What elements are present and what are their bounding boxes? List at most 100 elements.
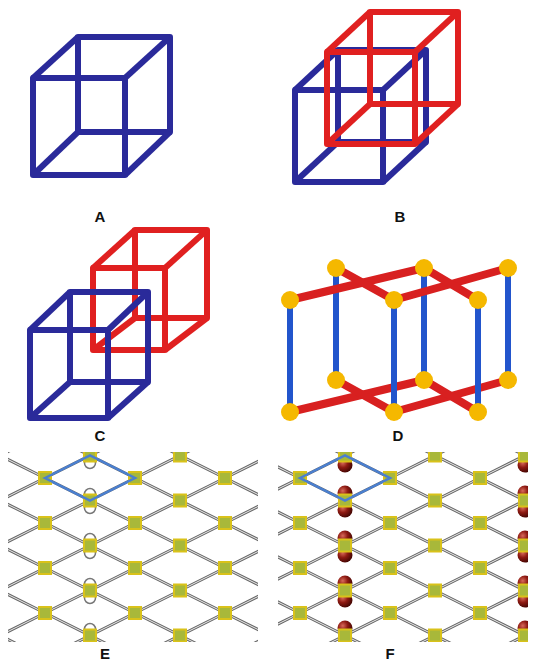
framework-e xyxy=(8,452,258,642)
linker xyxy=(480,523,528,568)
linker-core xyxy=(300,613,390,642)
panel-letter: C xyxy=(95,427,106,444)
linker-core xyxy=(300,568,390,613)
linker xyxy=(45,613,135,642)
unit-cell xyxy=(300,456,390,501)
linker xyxy=(390,568,480,613)
linker-core xyxy=(480,568,528,613)
linker-core xyxy=(135,452,225,478)
linker xyxy=(480,452,528,478)
metal-node xyxy=(129,562,141,574)
panel-letter: D xyxy=(393,427,404,444)
linker-core xyxy=(480,523,528,568)
linker xyxy=(135,613,225,642)
metal-node xyxy=(429,452,441,462)
metal-node xyxy=(174,540,186,552)
linker xyxy=(390,523,480,568)
linker-core xyxy=(135,478,225,523)
linker-core xyxy=(480,478,528,523)
pillars-d-front xyxy=(290,300,478,412)
linker xyxy=(390,523,480,568)
pillars-d xyxy=(336,268,508,380)
linker xyxy=(480,478,528,523)
metal-node xyxy=(219,607,231,619)
linker xyxy=(480,568,528,613)
linker-core xyxy=(300,613,390,642)
linker-core xyxy=(135,478,225,523)
linker-core xyxy=(300,568,390,613)
metal-node xyxy=(384,607,396,619)
linker-core xyxy=(135,523,225,568)
linker-core xyxy=(45,613,135,642)
linker-core xyxy=(390,478,480,523)
metal-node xyxy=(474,562,486,574)
metal-node xyxy=(39,607,51,619)
metal-node xyxy=(174,585,186,597)
linker-core xyxy=(480,523,528,568)
linker-core xyxy=(135,523,225,568)
linker xyxy=(480,452,528,478)
metal-node xyxy=(84,585,96,597)
linker-core xyxy=(300,523,390,568)
linker xyxy=(300,568,390,613)
metal-node xyxy=(84,630,96,642)
linker-core xyxy=(135,568,225,613)
framework-f xyxy=(278,452,528,642)
linker xyxy=(480,523,528,568)
cube-b-red xyxy=(327,12,458,144)
metal-node xyxy=(219,472,231,484)
linker-core xyxy=(45,523,135,568)
metal-node xyxy=(429,495,441,507)
metal-node xyxy=(129,607,141,619)
metal-node xyxy=(39,562,51,574)
linker-core xyxy=(390,523,480,568)
linker-core xyxy=(135,452,225,478)
metal-node xyxy=(339,540,351,552)
linker xyxy=(390,613,480,642)
linker xyxy=(135,452,225,478)
metal-node xyxy=(474,517,486,529)
linker xyxy=(390,452,480,478)
metal-node xyxy=(174,630,186,642)
unit-cell xyxy=(45,456,135,501)
linker xyxy=(45,523,135,568)
linker xyxy=(45,568,135,613)
linker xyxy=(390,452,480,478)
linker xyxy=(135,452,225,478)
metal-node xyxy=(84,540,96,552)
linker xyxy=(390,613,480,642)
metal-node xyxy=(474,607,486,619)
metal-node xyxy=(474,472,486,484)
linker xyxy=(480,568,528,613)
metal-node xyxy=(129,517,141,529)
metal-node xyxy=(39,517,51,529)
linker-core xyxy=(135,568,225,613)
layers-d xyxy=(290,268,508,412)
linker xyxy=(135,478,225,523)
metal-node xyxy=(219,562,231,574)
linker xyxy=(390,478,480,523)
linker xyxy=(480,478,528,523)
metal-node xyxy=(294,517,306,529)
linker xyxy=(480,613,528,642)
linker-core xyxy=(480,478,528,523)
linker xyxy=(300,613,390,642)
linker-core xyxy=(300,523,390,568)
linker-core xyxy=(390,613,480,642)
cube-c-blue xyxy=(30,292,148,418)
metal-node xyxy=(519,540,528,552)
linker-core xyxy=(480,568,528,613)
metal-node xyxy=(384,517,396,529)
metal-node xyxy=(219,517,231,529)
linker-core xyxy=(390,568,480,613)
linker xyxy=(135,523,225,568)
linker-core xyxy=(135,613,225,642)
linker xyxy=(135,613,225,642)
metal-node xyxy=(174,495,186,507)
linker-core xyxy=(45,523,135,568)
linker xyxy=(480,613,528,642)
linker-core xyxy=(45,568,135,613)
metal-node xyxy=(294,607,306,619)
